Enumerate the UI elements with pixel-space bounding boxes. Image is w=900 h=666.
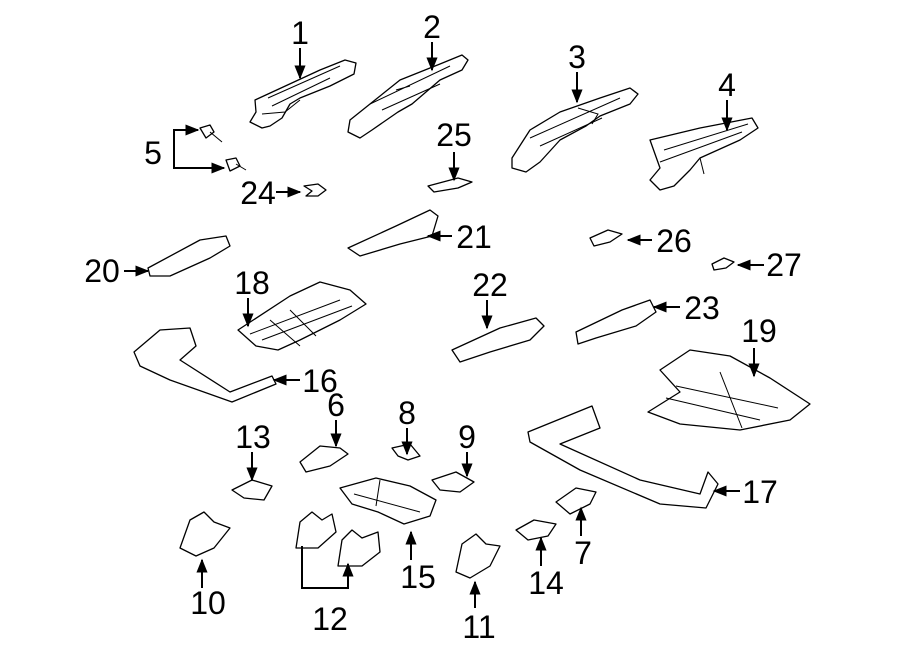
callout-5: 5 — [144, 135, 162, 171]
part-26-clip — [589, 229, 623, 247]
callout-4: 4 — [718, 67, 736, 103]
callout-9: 9 — [458, 419, 476, 455]
callout-17: 17 — [742, 474, 778, 510]
part-17-sill — [527, 405, 719, 509]
part-3-rail-bracket — [511, 87, 639, 173]
part-21-cover — [347, 209, 439, 257]
callout-3: 3 — [568, 39, 586, 75]
part-5-bolts — [199, 124, 247, 172]
part-12-brackets — [295, 511, 381, 567]
part-20-cover — [147, 235, 231, 277]
callout-25: 25 — [436, 117, 472, 153]
part-19-floor — [647, 349, 811, 431]
callout-19: 19 — [741, 313, 777, 349]
callout-8: 8 — [398, 395, 416, 431]
callout-22: 22 — [472, 267, 508, 303]
callout-7: 7 — [574, 535, 592, 571]
part-18-floor-pan — [237, 281, 367, 351]
callout-6: 6 — [327, 387, 345, 423]
part-6-bracket — [299, 445, 349, 473]
callout-26: 26 — [656, 223, 692, 259]
part-27-clip — [711, 257, 735, 271]
callout-13: 13 — [235, 419, 271, 455]
part-15-crossmember — [339, 477, 437, 525]
callout-24: 24 — [240, 175, 276, 211]
part-25-clip — [427, 177, 473, 193]
callout-labels: 1 2 3 4 5 24 25 20 21 26 27 18 22 23 19 … — [84, 9, 802, 645]
part-16-sill — [133, 327, 277, 403]
callout-2: 2 — [423, 9, 441, 45]
callout-23: 23 — [684, 290, 720, 326]
callout-18: 18 — [234, 265, 270, 301]
part-24-clip — [303, 183, 327, 197]
callout-11: 11 — [462, 609, 495, 645]
callout-16: 16 — [302, 363, 338, 399]
callout-15: 15 — [400, 559, 436, 595]
callout-27: 27 — [766, 247, 802, 283]
part-1-rail-bracket — [249, 59, 357, 129]
part-14-plate — [515, 519, 557, 541]
part-10-bracket — [179, 511, 231, 557]
callout-20: 20 — [84, 253, 120, 289]
part-13-plate — [231, 479, 273, 501]
callout-14: 14 — [528, 565, 564, 601]
part-2-rail-bracket — [347, 54, 469, 139]
part-7-bracket — [555, 487, 597, 515]
callout-1: 1 — [291, 15, 309, 51]
part-23-rail — [575, 299, 657, 345]
leader-lines — [124, 42, 764, 608]
part-22-rail — [451, 317, 545, 363]
callout-21: 21 — [456, 219, 492, 255]
callout-12: 12 — [312, 601, 348, 637]
part-11-bracket — [455, 533, 501, 579]
callout-10: 10 — [190, 585, 226, 621]
part-4-rail — [649, 117, 759, 191]
